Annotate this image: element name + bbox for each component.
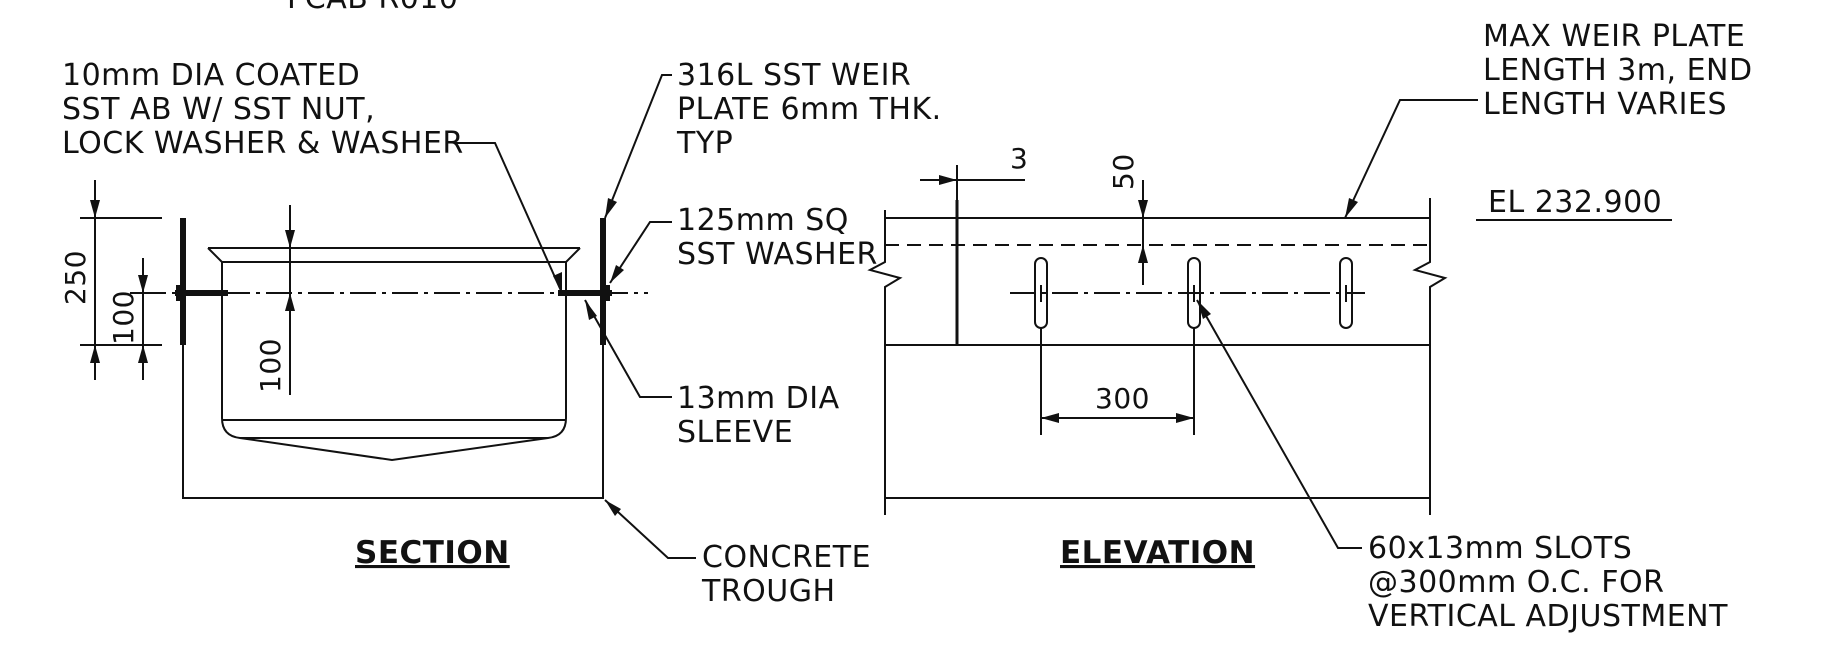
- note-weir-plate: 316L SST WEIR PLATE 6mm THK. TYP: [604, 58, 942, 219]
- note-sleeve: 13mm DIA SLEEVE: [584, 299, 840, 450]
- dim-50: 50: [1107, 153, 1148, 285]
- elevation-label: EL 232.900: [1488, 185, 1662, 220]
- dim-3: 3: [920, 142, 1028, 200]
- note-washer: 125mm SQ SST WASHER: [609, 203, 878, 284]
- note-slots-line-2: @300mm O.C. FOR: [1368, 565, 1664, 600]
- dim-50-label: 50: [1107, 153, 1140, 190]
- dim-250: 250: [59, 180, 162, 380]
- elevation-title: ELEVATION: [1060, 535, 1255, 571]
- dim-100-inner: 100: [254, 205, 295, 395]
- section-view: 250 100 100 10mm DIA COATED SST AB W/ SS…: [59, 58, 942, 609]
- note-slots-line-1: 60x13mm SLOTS: [1368, 531, 1632, 566]
- section-title: SECTION: [355, 535, 510, 571]
- elev-left-break: [867, 210, 903, 515]
- note-washer-line-2: SST WASHER: [677, 237, 878, 272]
- note-sleeve-line-2: SLEEVE: [677, 415, 793, 450]
- dim-100-inner-label: 100: [254, 338, 287, 393]
- dim-300-label: 300: [1095, 382, 1150, 415]
- note-weir-plate-line-1: 316L SST WEIR: [677, 58, 911, 93]
- note-anchor-bolt-line-3: LOCK WASHER & WASHER: [62, 126, 464, 161]
- note-max-length: MAX WEIR PLATE LENGTH 3m, END LENGTH VAR…: [1344, 19, 1753, 219]
- note-sleeve-line-1: 13mm DIA: [677, 381, 840, 416]
- dim-100-left-label: 100: [107, 290, 140, 345]
- dim-250-label: 250: [59, 250, 92, 305]
- slot-3: [1339, 257, 1353, 329]
- note-max-length-line-3: LENGTH VARIES: [1483, 87, 1727, 122]
- note-weir-plate-line-3: TYP: [676, 126, 733, 161]
- note-trough-line-2: TROUGH: [701, 574, 836, 609]
- elev-right-break: [1412, 198, 1448, 345]
- elevation-marker: EL 232.900: [1476, 185, 1672, 221]
- concrete-trough-outline: [182, 258, 604, 499]
- note-anchor-bolt-line-2: SST AB W/ SST NUT,: [62, 92, 375, 127]
- top-cut-text: FCAB R010: [287, 0, 458, 16]
- left-washer: [176, 285, 186, 301]
- trough-v-bottom: [239, 437, 549, 462]
- inner-channel: [207, 247, 581, 439]
- note-trough-line-1: CONCRETE: [702, 540, 871, 575]
- note-slots-line-3: VERTICAL ADJUSTMENT: [1368, 599, 1728, 634]
- note-trough: CONCRETE TROUGH: [604, 499, 871, 609]
- dim-300: 300: [1040, 328, 1195, 435]
- note-max-length-line-2: LENGTH 3m, END: [1483, 53, 1753, 88]
- note-weir-plate-line-2: PLATE 6mm THK.: [677, 92, 942, 127]
- note-washer-line-1: 125mm SQ: [677, 203, 849, 238]
- note-anchor-bolt: 10mm DIA COATED SST AB W/ SST NUT, LOCK …: [62, 58, 563, 294]
- note-max-length-line-1: MAX WEIR PLATE: [1483, 19, 1745, 54]
- elevation-view: 3 50 300 MAX WEIR PLATE LENGTH 3m, END L…: [867, 19, 1753, 634]
- dim-100-left: 100: [107, 258, 162, 380]
- dim-3-label: 3: [1010, 142, 1028, 175]
- note-anchor-bolt-line-1: 10mm DIA COATED: [62, 58, 360, 93]
- note-slots: 60x13mm SLOTS @300mm O.C. FOR VERTICAL A…: [1196, 299, 1728, 634]
